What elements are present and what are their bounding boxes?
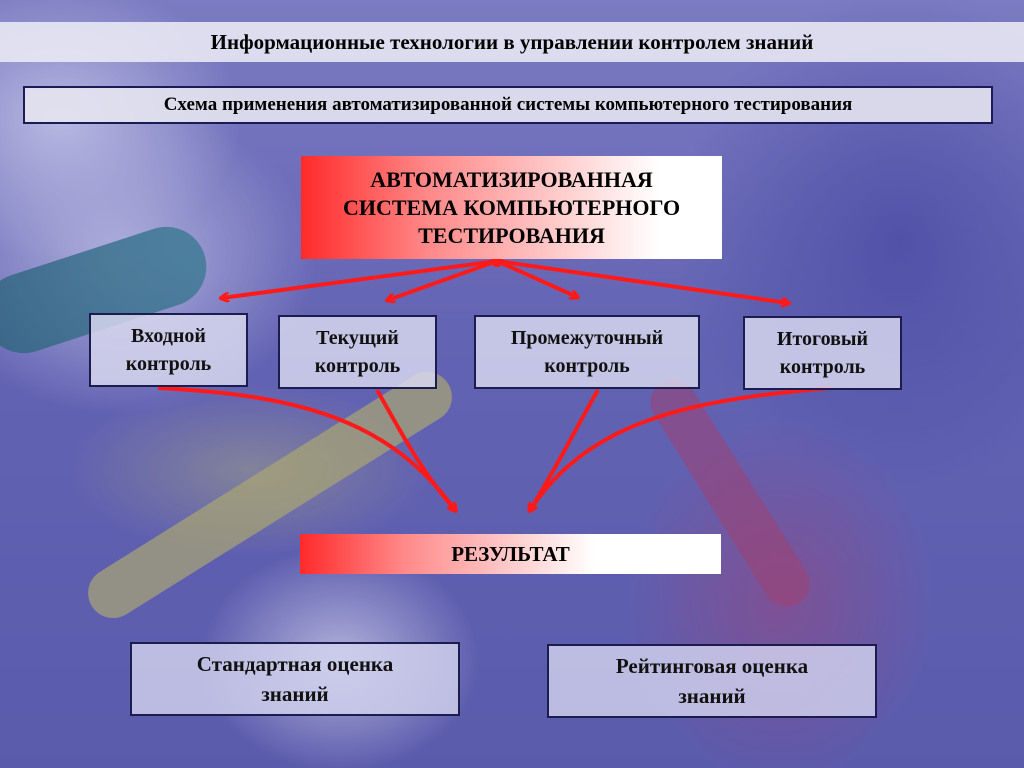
control-intermediate: Промежуточный контроль [474, 315, 700, 389]
control-input: Входной контроль [89, 313, 248, 387]
evaluation-rating: Рейтинговая оценка знаний [547, 644, 877, 718]
diagram-subtitle: Схема применения автоматизированной сист… [23, 86, 993, 124]
result-node: РЕЗУЛЬТАТ [300, 534, 721, 574]
control-final: Итоговый контроль [743, 316, 902, 390]
slide-title: Информационные технологии в управлении к… [0, 22, 1024, 62]
evaluation-standard: Стандартная оценка знаний [130, 642, 460, 716]
main-system-node: АВТОМАТИЗИРОВАННАЯ СИСТЕМА КОМПЬЮТЕРНОГО… [301, 156, 722, 259]
control-current: Текущий контроль [278, 315, 437, 389]
